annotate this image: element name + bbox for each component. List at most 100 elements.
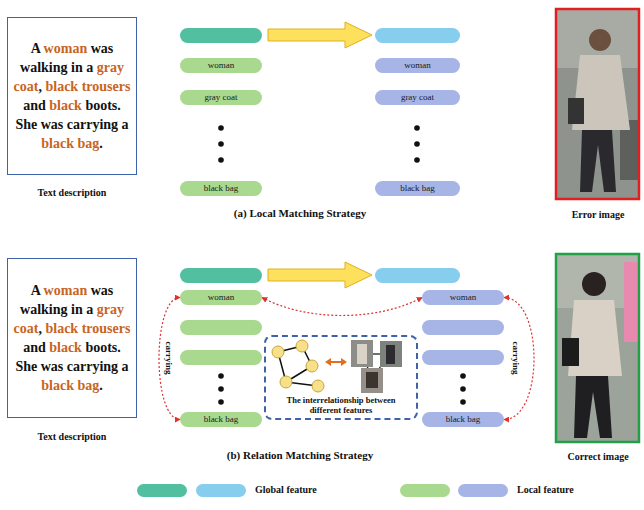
text-description-box: A woman was walking in a gray coat, blac…: [7, 258, 137, 418]
local-feature-pill: woman: [375, 58, 460, 73]
photo-background: [555, 8, 640, 200]
person-legs: [580, 130, 616, 192]
yellow-arrow: [268, 22, 372, 48]
plain-text: ,: [38, 321, 45, 336]
edge-label: carrying: [511, 341, 521, 376]
graph-vertex: [280, 376, 292, 388]
image-patch-figure: [366, 372, 378, 388]
ellipsis-dot: [460, 386, 466, 392]
image-patch-figure: [386, 345, 395, 364]
ellipsis-dot: [218, 125, 224, 131]
correct-image-border: [556, 254, 639, 442]
legend-text: Global feature: [255, 483, 317, 497]
node-label: woman: [404, 60, 431, 71]
plain-text: ,: [38, 79, 45, 94]
person-bag: [562, 338, 579, 366]
plain-text: and: [23, 98, 49, 113]
global-feature-pill: [375, 268, 460, 283]
box-caption: Text description: [38, 431, 107, 442]
orange-arrowhead: [341, 358, 347, 366]
local-feature-pill: black bag: [180, 181, 262, 196]
panel-caption: (a) Local Matching Strategy: [234, 207, 366, 219]
box-caption: Text description: [38, 187, 107, 198]
person-bag: [568, 98, 584, 124]
ellipsis-dot: [218, 141, 224, 147]
graph-vertex: [296, 340, 308, 352]
image-patch: [351, 340, 373, 367]
ellipsis-dot: [414, 157, 420, 163]
plain-text: A: [31, 283, 44, 298]
global-feature-pill: [375, 28, 460, 43]
node-label: black bag: [400, 183, 435, 194]
highlight-word: black trousers: [45, 321, 130, 336]
ellipsis-dot: [414, 141, 420, 147]
local-feature-pill: black bag: [180, 412, 262, 427]
ellipsis-dot: [218, 373, 224, 379]
bystander: [624, 262, 639, 342]
description-text: A woman was walking in a gray coat, blac…: [12, 39, 132, 153]
node-label: woman: [208, 292, 235, 303]
image-caption: Error image: [572, 209, 625, 220]
person-head: [589, 29, 611, 51]
node-label: woman: [208, 60, 235, 71]
yellow-arrow: [268, 262, 372, 288]
local-feature-pill: [422, 320, 504, 335]
graph-vertex: [272, 346, 284, 358]
highlight-word: black: [49, 340, 82, 355]
ellipsis-dot: [414, 125, 420, 131]
image-patch: [361, 368, 383, 393]
node-label: black bag: [446, 414, 481, 425]
node-label: The interrelationship between different …: [272, 395, 410, 415]
highlight-word: black: [49, 98, 82, 113]
legend-swatch: [196, 484, 246, 497]
image-patch-figure: [357, 344, 367, 364]
edge-label: carrying: [164, 341, 174, 376]
image-patch: [380, 341, 402, 367]
orange-double-arrow: [329, 361, 343, 363]
relation-arrow: [262, 298, 422, 316]
local-feature-pill: woman: [422, 290, 504, 305]
highlight-word: woman: [44, 283, 88, 298]
legend-text: Local feature: [517, 483, 574, 497]
person-head: [582, 272, 606, 296]
ellipsis-dot: [460, 373, 466, 379]
highlight-word: black bag: [41, 378, 99, 393]
node-label: woman: [450, 292, 477, 303]
person-legs: [574, 376, 612, 438]
orange-arrowhead: [325, 358, 331, 366]
ellipsis-dot: [460, 399, 466, 405]
local-feature-pill: woman: [180, 58, 262, 73]
text-description-box: A woman was walking in a gray coat, blac…: [7, 17, 137, 175]
legend-swatch: [137, 484, 187, 497]
plain-text: and: [23, 340, 49, 355]
ellipsis-dot: [218, 157, 224, 163]
local-feature-pill: black bag: [422, 412, 504, 427]
highlight-word: black bag: [41, 136, 99, 151]
relation-dashed-box: The interrelationship between different …: [264, 335, 418, 420]
plain-text: .: [99, 378, 103, 393]
node-label: black bag: [204, 414, 239, 425]
local-feature-pill: gray coat: [375, 90, 460, 105]
error-image-border: [556, 9, 639, 199]
ellipsis-dot: [218, 386, 224, 392]
image-caption: Correct image: [567, 451, 628, 462]
local-feature-pill: [180, 320, 262, 335]
highlight-word: woman: [44, 41, 88, 56]
highlight-word: black trousers: [45, 79, 130, 94]
photo-background: [555, 253, 640, 443]
local-feature-pill: woman: [180, 290, 262, 305]
global-feature-pill: [180, 28, 262, 43]
local-feature-pill: gray coat: [180, 90, 262, 105]
node-label: gray coat: [204, 92, 237, 103]
graph-vertex: [306, 360, 318, 372]
global-feature-pill: [180, 268, 262, 283]
node-label: gray coat: [401, 92, 434, 103]
plain-text: A: [31, 41, 44, 56]
legend-swatch: [400, 484, 450, 497]
ellipsis-dot: [218, 399, 224, 405]
relation-arrow: [159, 298, 180, 420]
local-feature-pill: [180, 350, 262, 365]
local-feature-pill: black bag: [375, 181, 460, 196]
node-label: black bag: [204, 183, 239, 194]
